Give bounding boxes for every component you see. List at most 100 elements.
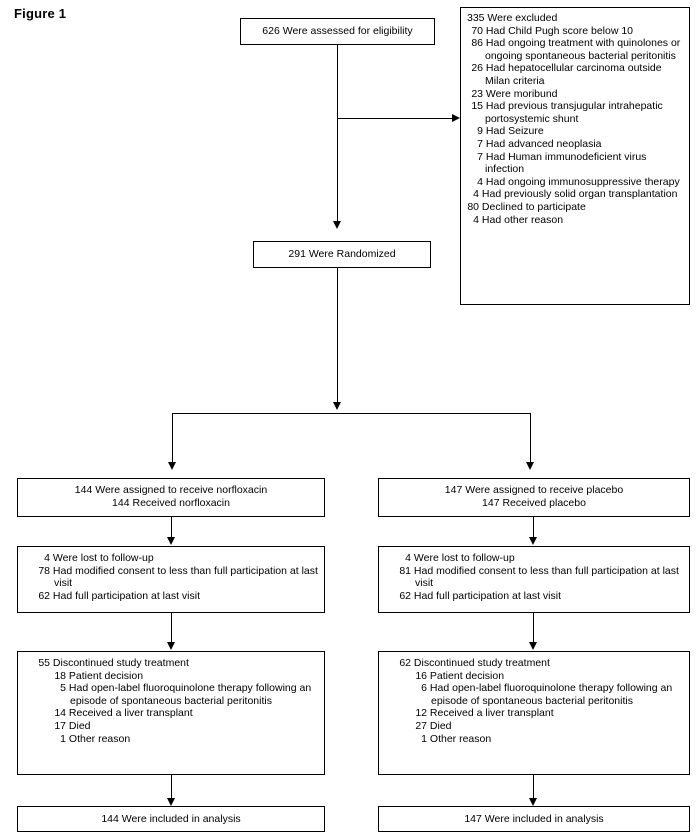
node-randomized-text: 291 Were Randomized [288,248,396,260]
discontinued-heading-text: Discontinued study treatment [52,657,189,669]
excluded-reason-num: 80 [467,200,479,213]
discontinued-entry-text: Had open-label fluoroquinolone therapy f… [429,682,673,707]
followup-entry-num: 81 [399,564,411,577]
excluded-reason: 86 Had ongoing treatment with quinolones… [467,37,685,62]
node-followup-placebo: 4 Were lost to follow-up 81 Had modified… [378,546,690,613]
node-discontinued-norfloxacin: 55 Discontinued study treatment 18 Patie… [17,651,325,775]
excluded-reason-num: 15 [471,100,483,113]
discontinued-entry: 1 Other reason [387,733,683,746]
arrow-discontinued-to-analysis-right [529,798,537,806]
discontinued-entry: 27 Died [387,720,683,733]
excluded-reason-text: Had Child Pugh score below 10 [485,24,634,37]
followup-entry-num: 62 [399,589,411,602]
followup-entry-num: 4 [405,552,411,564]
excluded-reason-text: Had Human immunodeficient virus infectio… [485,150,647,176]
followup-entry-num: 62 [38,589,50,602]
excluded-reason-num: 7 [477,150,483,163]
excluded-reason: 26 Had hepatocellular carcinoma outside … [467,62,685,87]
discontinued-entry-text: Other reason [429,732,492,745]
allocation-line: 147 Received placebo [482,496,586,509]
arrow-split-right [526,462,534,470]
connector-discontinued-to-analysis-left [171,775,172,799]
arrow-followup-to-discontinued-right [529,642,537,650]
connector-split-left-drop [172,413,173,463]
node-enrollment: 626 Were assessed for eligibility [240,18,435,45]
excluded-reason-num: 9 [477,125,483,138]
node-allocation-placebo: 147 Were assigned to receive placebo 147… [378,478,690,517]
excluded-reason-num: 86 [471,37,483,50]
discontinued-entry-num: 1 [421,732,427,745]
arrow-allocation-to-followup-left [167,537,175,545]
node-enrollment-text: 626 Were assessed for eligibility [262,25,413,37]
followup-entry: 4 Were lost to follow-up [387,552,683,565]
excluded-reason-text: Had hepatocellular carcinoma outside Mil… [485,62,662,87]
followup-entry: 62 Had full participation at last visit [26,590,318,603]
excluded-reason: 15 Had previous transjugular intrahepati… [467,100,685,125]
followup-entry: 78 Had modified consent to less than ful… [26,565,318,590]
followup-entry-text: Had full participation at last visit [52,589,200,602]
discontinued-entry-num: 16 [415,669,427,682]
followup-entry-num: 78 [38,564,50,577]
discontinued-entry-text: Received a liver transplant [429,707,554,720]
node-discontinued-placebo: 62 Discontinued study treatment 16 Patie… [378,651,690,775]
discontinued-heading-num: 62 [399,657,411,669]
discontinued-entry-text: Died [68,719,91,732]
followup-entry-text: Were lost to follow-up [413,552,515,564]
connector-allocation-to-followup-right [533,517,534,539]
excluded-reason-num: 4 [473,213,479,226]
analysis-text: 147 Were included in analysis [464,813,604,825]
discontinued-entry: 16 Patient decision [387,670,683,683]
arrow-split-left [168,462,176,470]
node-analysis-placebo: 147 Were included in analysis [378,806,690,832]
allocation-line: 144 Received norfloxacin [112,496,230,509]
followup-entry-text: Were lost to follow-up [52,552,154,564]
discontinued-entry-num: 27 [415,719,427,732]
excluded-reason-text: Had ongoing immunosuppressive therapy [485,175,680,188]
followup-entry: 62 Had full participation at last visit [387,590,683,603]
discontinued-entry-text: Patient decision [429,669,505,682]
followup-entry-text: Had modified consent to less than full p… [413,564,679,590]
followup-entry: 81 Had modified consent to less than ful… [387,565,683,590]
followup-entry-text: Had modified consent to less than full p… [52,564,318,590]
excluded-reason-text: Had Seizure [485,125,544,138]
excluded-reason: 4 Had previously solid organ transplanta… [467,188,685,201]
discontinued-entry-text: Patient decision [68,669,144,682]
arrow-enrollment-to-excluded [452,114,460,122]
excluded-reason: 7 Had Human immunodeficient virus infect… [467,151,685,176]
discontinued-entry: 17 Died [26,720,318,733]
node-allocation-norfloxacin: 144 Were assigned to receive norfloxacin… [17,478,325,517]
excluded-reason: 4 Had ongoing immunosuppressive therapy [467,176,685,189]
excluded-reason-text: Had ongoing treatment with quinolones or… [485,37,681,62]
excluded-reason-text: Declined to participate [481,200,586,213]
discontinued-entry-num: 6 [421,682,427,695]
discontinued-entry-text: Received a liver transplant [68,707,193,720]
arrow-randomized-stem [333,402,341,410]
discontinued-heading-num: 55 [38,657,50,669]
discontinued-entry: 18 Patient decision [26,670,318,683]
arrow-enrollment-to-randomized [333,221,341,229]
excluded-reason-text: Had previous transjugular intrahepatic p… [485,100,663,125]
connector-randomized-stem [337,268,338,403]
arrow-followup-to-discontinued-left [167,642,175,650]
discontinued-heading-text: Discontinued study treatment [413,657,550,669]
discontinued-entry: 12 Received a liver transplant [387,707,683,720]
excluded-reason-num: 4 [477,175,483,188]
excluded-reason: 70 Had Child Pugh score below 10 [467,25,685,38]
allocation-line: 144 Were assigned to receive norfloxacin [74,484,268,496]
discontinued-entry-num: 18 [54,669,66,682]
connector-enrollment-to-randomized [337,45,338,222]
connector-discontinued-to-analysis-right [533,775,534,799]
node-randomized: 291 Were Randomized [253,241,431,268]
excluded-reason: 23 Were moribund [467,88,685,101]
connector-followup-to-discontinued-right [533,613,534,643]
discontinued-entry-num: 1 [60,732,66,745]
discontinued-entry-num: 17 [54,719,66,732]
node-analysis-norfloxacin: 144 Were included in analysis [17,806,325,832]
discontinued-entry-text: Had open-label fluoroquinolone therapy f… [68,682,312,707]
allocation-line: 147 Were assigned to receive placebo [444,484,624,496]
followup-entry-num: 4 [44,552,50,564]
discontinued-entry-num: 14 [54,707,66,720]
excluded-reason-num: 26 [471,62,483,75]
connector-split-right-drop [530,413,531,463]
